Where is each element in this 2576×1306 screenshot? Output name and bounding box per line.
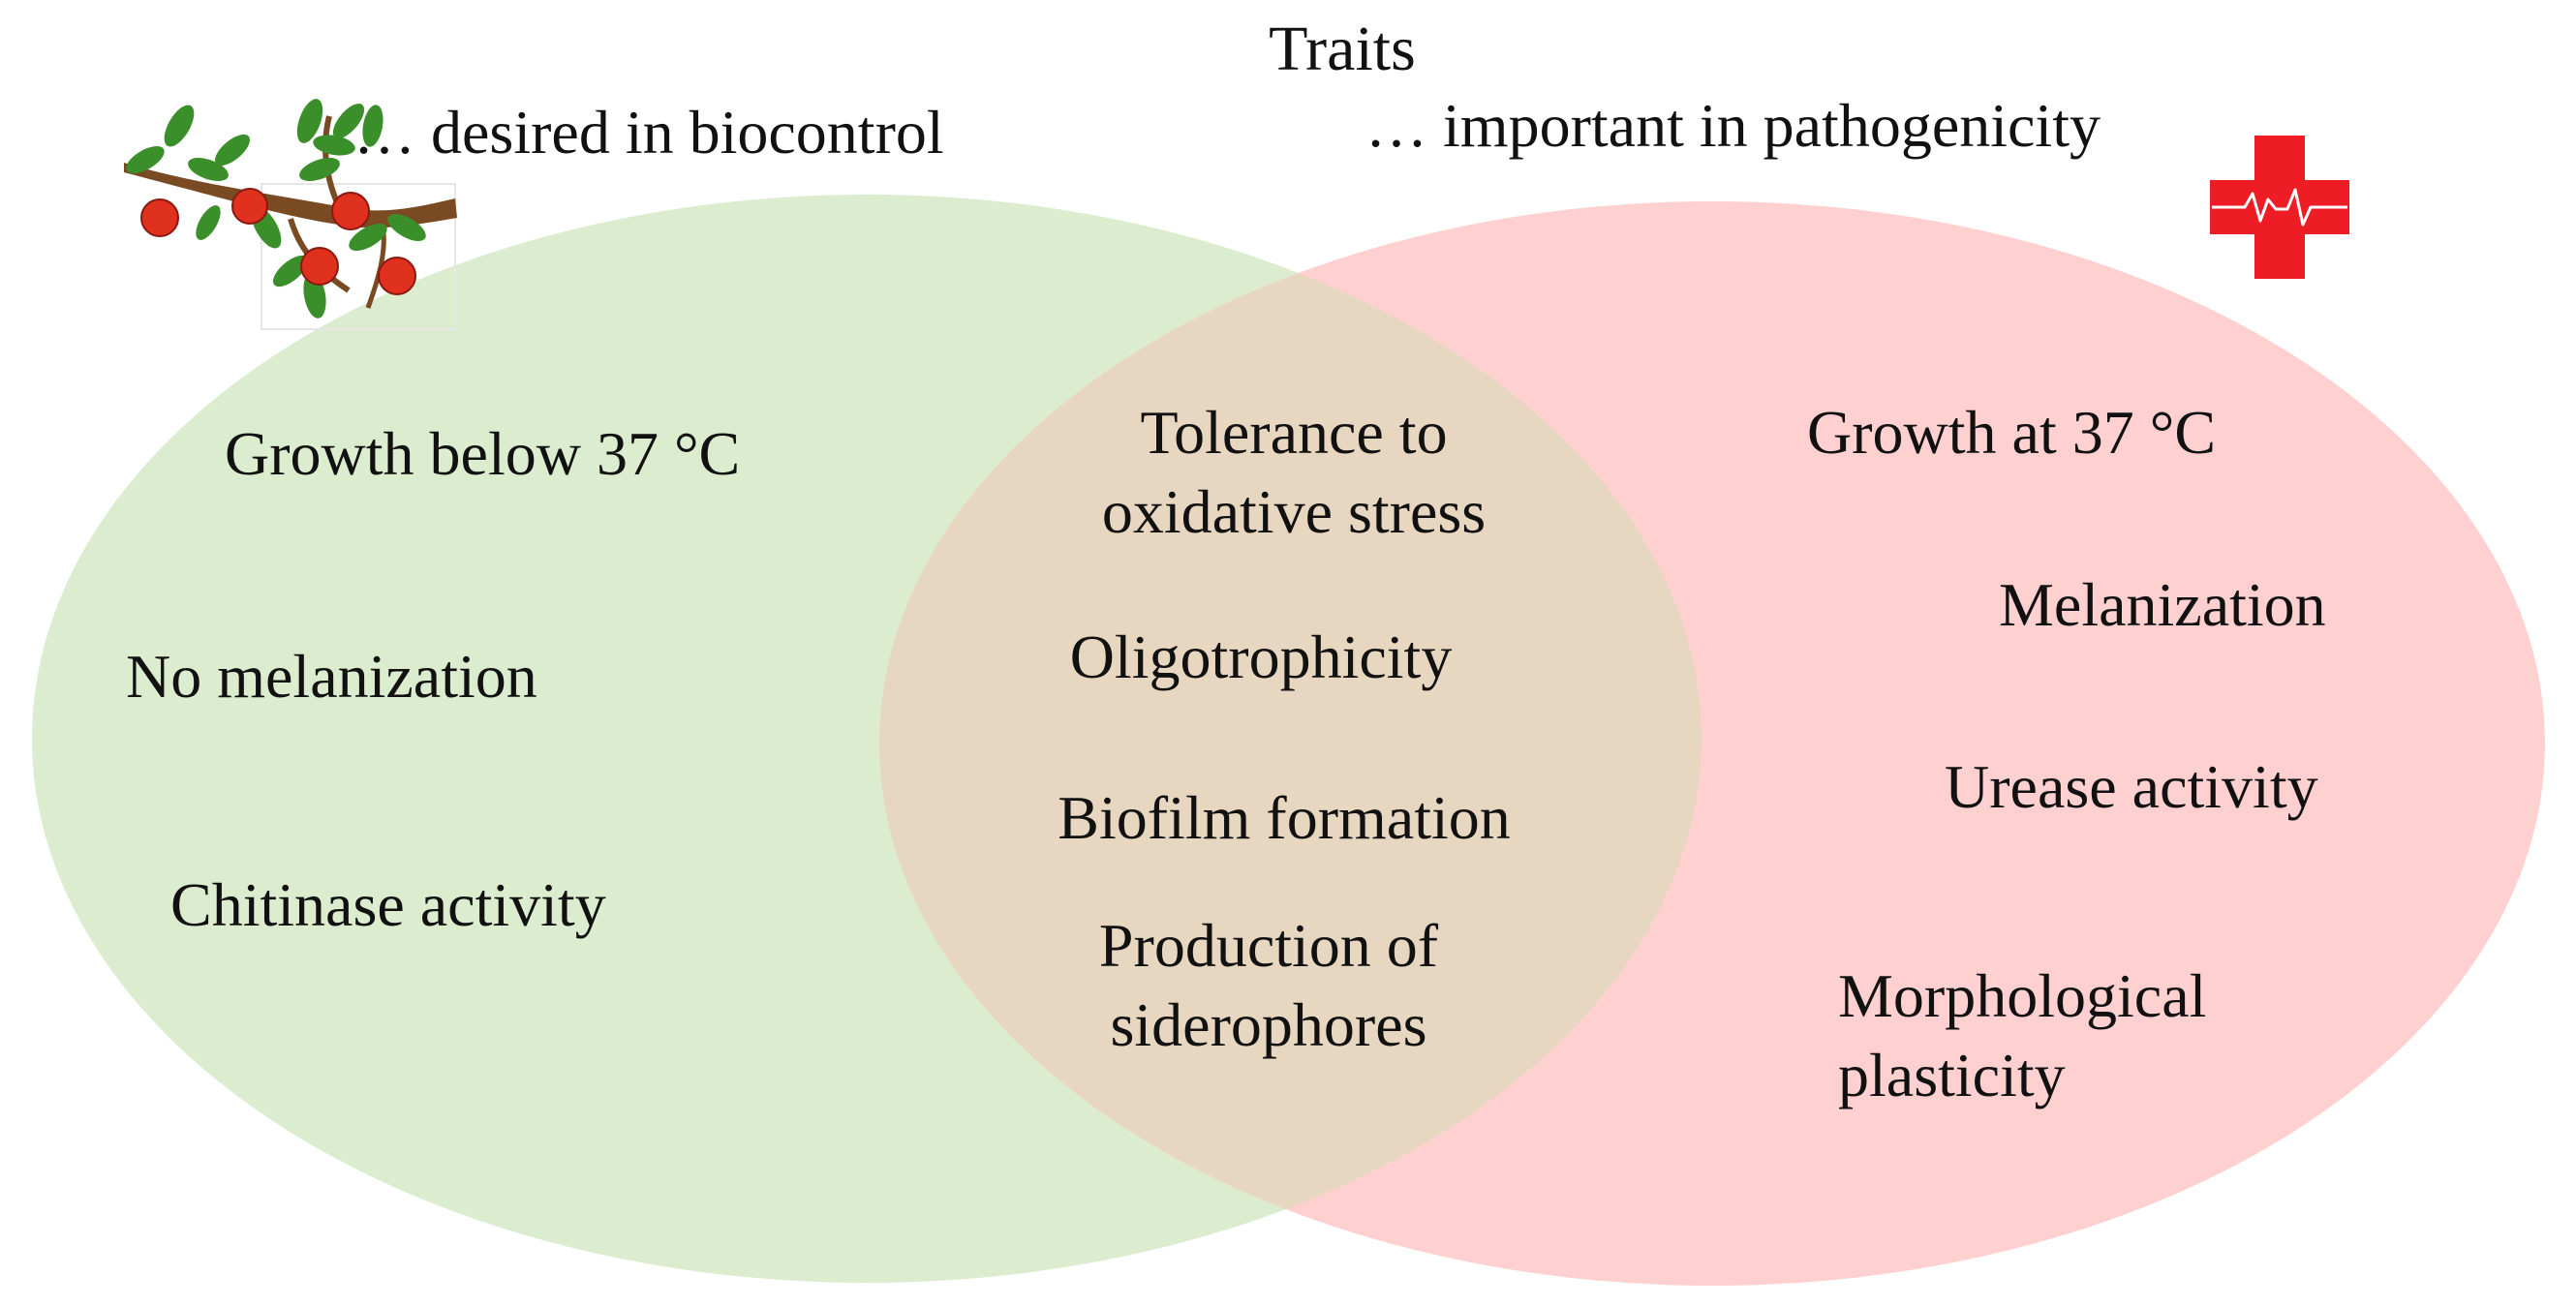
pathogenicity-trait-line: plasticity [1838,1041,2066,1109]
medical-cross-heartbeat-icon [2210,136,2349,279]
pathogenicity-trait: Growth at 37 °C [1807,398,2216,467]
shared-trait: Tolerance to oxidative stress [1102,398,1486,546]
pathogenicity-trait-line: Urease activity [1945,752,2318,821]
diagram-title: Traits [1269,14,1416,84]
pathogenicity-trait-line: Melanization [1999,570,2326,639]
trait-labels: Growth below 37 °C No melanizationChitina… [126,398,2326,1109]
pathogenicity-trait-line: Morphological [1838,961,2206,1030]
shared-trait-line: Tolerance to [1140,398,1447,467]
pathogenicity-trait: Melanization [1999,570,2326,639]
apple-branch-icon [124,99,457,330]
shared-trait-line: Biofilm formation [1058,783,1511,852]
pathogenicity-trait: Urease activity [1945,752,2318,821]
shared-trait-line: siderophores [1110,990,1426,1059]
pathogenicity-heading: … important in pathogenicity [1365,91,2101,160]
shared-trait: Oligotrophicity [1070,623,1453,691]
biocontrol-trait: No melanization [126,642,537,711]
shared-trait: Biofilm formation [1058,783,1511,852]
biocontrol-trait: Chitinase activity [170,870,606,939]
shared-trait-line: Oligotrophicity [1070,623,1453,691]
pathogenicity-trait-line: Growth at 37 °C [1807,398,2216,467]
biocontrol-heading: … desired in biocontrol [353,98,944,167]
shared-trait-line: oxidative stress [1102,477,1486,546]
pathogenicity-trait: Morphological plasticity [1838,961,2206,1109]
shared-overlap-region [879,201,1702,1283]
shared-trait-line: Production of [1099,911,1439,980]
shared-trait: Production of siderophores [1099,911,1439,1059]
biocontrol-trait: Growth below 37 °C [225,419,740,488]
